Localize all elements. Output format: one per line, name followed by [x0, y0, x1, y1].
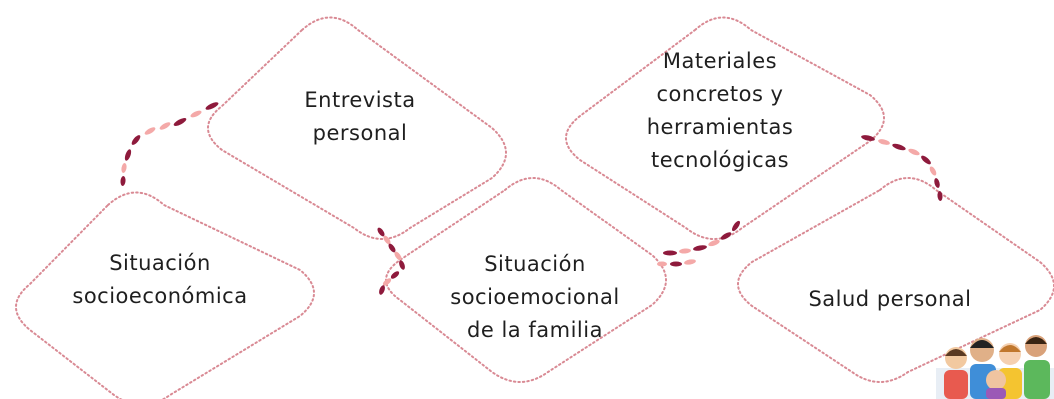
- node-shape-materiales: [565, 16, 885, 240]
- node-label-line: Salud personal: [808, 287, 972, 311]
- node-label-socioemocional: Situación socioemocional de la familia: [435, 248, 635, 347]
- node-label-salud: Salud personal: [780, 283, 1000, 316]
- connector-materiales-socioemocional: [657, 220, 741, 267]
- connector-entrevista-socioeconomica: [120, 102, 219, 186]
- connector-materiales-salud: [861, 135, 943, 201]
- node-label-line: Situación: [109, 251, 211, 275]
- node-label-line: socioemocional: [450, 285, 620, 309]
- node-label-line: concretos y: [656, 82, 784, 106]
- node-shape-socioeconomica: [15, 191, 315, 399]
- node-shape-entrevista: [207, 16, 507, 240]
- node-label-line: Situación: [484, 252, 586, 276]
- node-label-line: personal: [312, 121, 408, 145]
- node-label-line: de la familia: [467, 318, 603, 342]
- node-label-line: socioeconómica: [72, 284, 248, 308]
- node-shape-salud: [737, 177, 1054, 383]
- node-label-materiales: Materiales concretos y herramientas tecn…: [620, 45, 820, 177]
- node-label-line: tecnológicas: [650, 148, 790, 172]
- node-label-line: Materiales: [662, 49, 778, 73]
- node-label-entrevista: Entrevista personal: [270, 84, 450, 150]
- node-label-socioeconomica: Situación socioeconómica: [60, 247, 260, 313]
- node-shape-socioemocional: [385, 177, 667, 383]
- node-label-line: herramientas: [646, 115, 794, 139]
- node-label-line: Entrevista: [304, 88, 416, 112]
- children-group-illustration: [936, 335, 1054, 399]
- connector-entrevista-socioemocional: [377, 227, 405, 295]
